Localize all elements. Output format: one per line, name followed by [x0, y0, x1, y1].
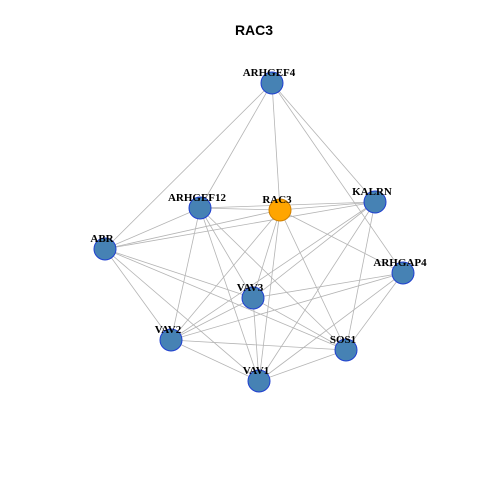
node-arhgap4[interactable]: ARHGAP4	[373, 257, 427, 285]
edge-vav3-vav2	[170, 297, 254, 341]
edge-arhgef12-vav2	[170, 207, 201, 341]
edge-arhgap4-vav2	[170, 272, 404, 341]
edge-arhgef12-sos1	[199, 207, 347, 351]
node-circle-arhgef4[interactable]	[260, 71, 284, 95]
edge-sos1-vav1	[258, 349, 347, 382]
edge-rac3-arhgap4	[279, 209, 404, 274]
node-abr[interactable]: ABR	[90, 233, 117, 261]
node-arhgef12[interactable]: ARHGEF12	[168, 192, 227, 220]
edge-layer	[104, 82, 404, 382]
edge-arhgef12-abr	[104, 207, 201, 250]
edge-arhgap4-vav3	[252, 272, 404, 299]
edge-arhgef4-arhgap4	[271, 82, 404, 274]
edge-abr-vav1	[104, 248, 260, 382]
edge-vav2-vav1	[170, 339, 260, 382]
node-label-arhgap4: ARHGAP4	[373, 257, 427, 269]
edge-rac3-vav2	[170, 209, 281, 341]
node-label-abr: ABR	[90, 233, 114, 245]
edge-abr-vav3	[104, 248, 254, 299]
node-circle-sos1[interactable]	[334, 338, 358, 362]
node-circle-arhgef12[interactable]	[188, 196, 212, 220]
node-label-arhgef12: ARHGEF12	[168, 192, 227, 204]
node-kalrn[interactable]: KALRN	[352, 186, 392, 214]
edge-vav2-sos1	[170, 339, 347, 351]
node-arhgef4[interactable]: ARHGEF4	[243, 67, 296, 95]
node-label-vav3: VAV3	[237, 282, 264, 294]
edge-arhgef4-abr	[104, 82, 273, 250]
node-circle-rac3[interactable]	[268, 198, 292, 222]
edge-abr-vav2	[104, 248, 172, 341]
edge-abr-sos1	[104, 248, 347, 351]
node-circle-arhgap4[interactable]	[391, 261, 415, 285]
node-circle-vav1[interactable]	[247, 369, 271, 393]
node-vav1[interactable]: VAV1	[243, 365, 271, 393]
edge-rac3-vav3	[252, 209, 281, 299]
edge-arhgef4-rac3	[271, 82, 281, 211]
edge-vav3-vav1	[252, 297, 260, 382]
edge-arhgef4-arhgef12	[199, 82, 273, 209]
edge-arhgef12-vav3	[199, 207, 254, 299]
edge-kalrn-abr	[104, 201, 376, 250]
node-vav2[interactable]: VAV2	[155, 324, 183, 352]
node-label-rac3: RAC3	[262, 194, 292, 206]
edge-arhgap4-vav1	[258, 272, 404, 382]
node-label-vav2: VAV2	[155, 324, 182, 336]
node-label-sos1: SOS1	[330, 334, 356, 346]
edge-kalrn-vav2	[170, 201, 376, 341]
node-rac3[interactable]: RAC3	[262, 194, 292, 222]
diagram-title: RAC3	[235, 22, 273, 38]
node-circle-vav2[interactable]	[159, 328, 183, 352]
edge-arhgap4-sos1	[345, 272, 404, 351]
node-circle-kalrn[interactable]	[363, 190, 387, 214]
edge-arhgef4-kalrn	[271, 82, 376, 203]
edge-arhgef12-vav1	[199, 207, 260, 382]
edge-rac3-kalrn	[279, 201, 376, 211]
node-label-vav1: VAV1	[243, 365, 270, 377]
edge-rac3-abr	[104, 209, 281, 250]
node-vav3[interactable]: VAV3	[237, 282, 265, 310]
node-circle-abr[interactable]	[93, 237, 117, 261]
edge-kalrn-sos1	[345, 201, 376, 351]
node-sos1[interactable]: SOS1	[330, 334, 358, 362]
edge-kalrn-vav1	[258, 201, 376, 382]
edge-rac3-sos1	[279, 209, 347, 351]
edge-arhgef12-rac3	[199, 207, 281, 211]
node-label-arhgef4: ARHGEF4	[243, 67, 296, 79]
edge-kalrn-vav3	[252, 201, 376, 299]
edge-vav3-sos1	[252, 297, 347, 351]
node-circle-vav3[interactable]	[241, 286, 265, 310]
node-label-kalrn: KALRN	[352, 186, 392, 198]
